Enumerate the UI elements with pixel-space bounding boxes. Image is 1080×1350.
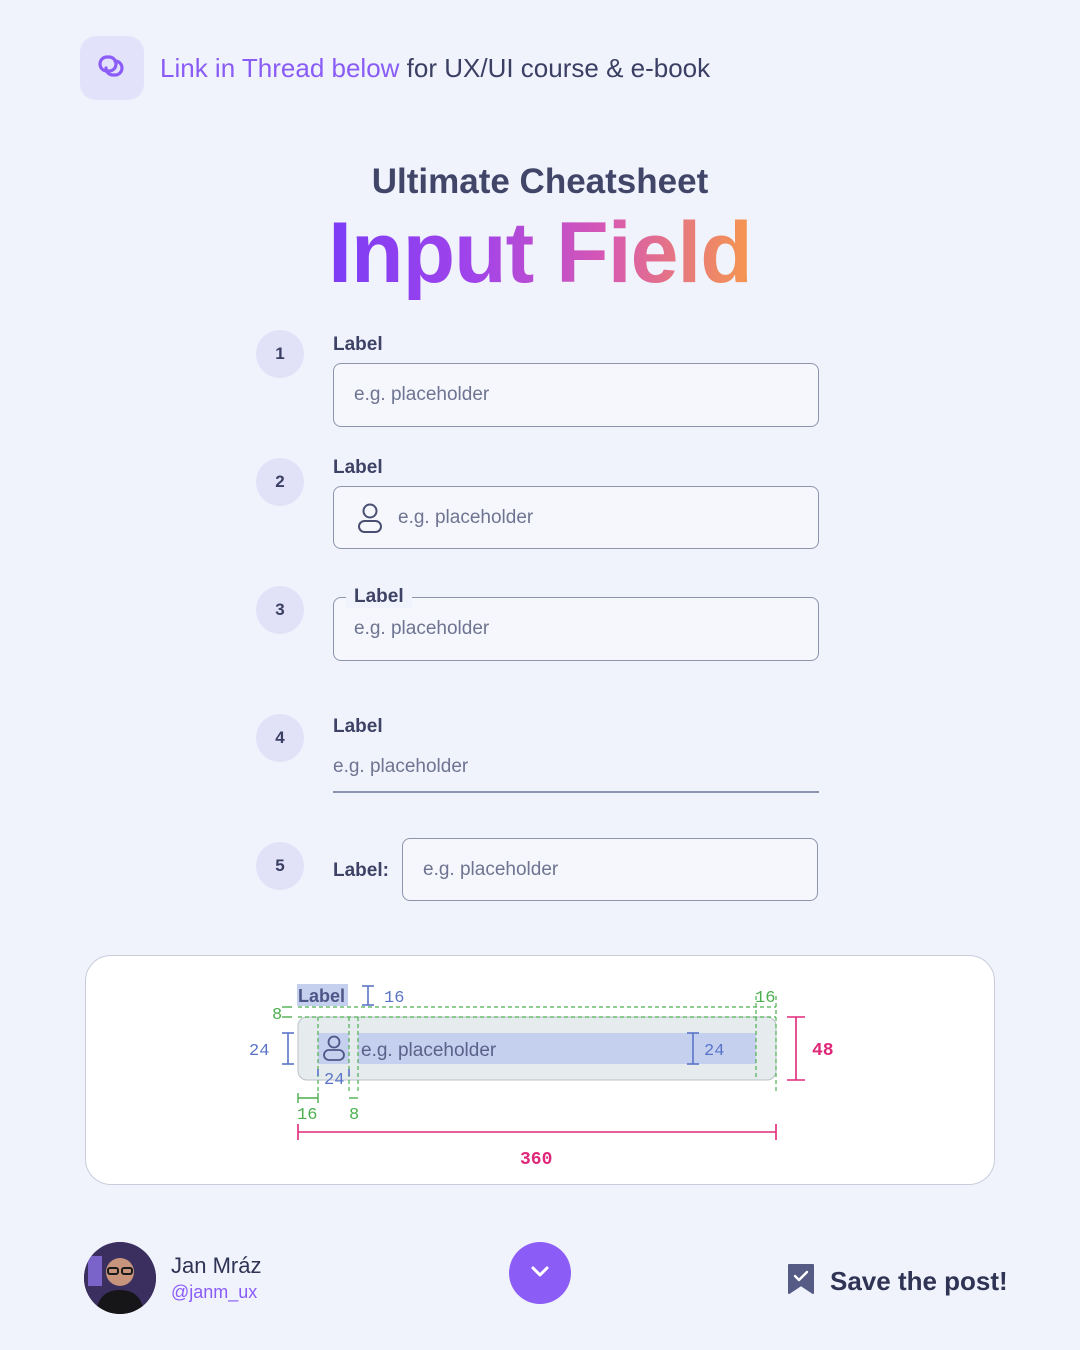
spec-label-gap-value: 16 xyxy=(384,989,404,1008)
variant-5-label: Label: xyxy=(333,860,389,881)
variant-3-input[interactable]: e.g. placeholder xyxy=(333,597,819,661)
variant-1-label: Label xyxy=(333,334,383,355)
scroll-down-button[interactable] xyxy=(509,1242,571,1304)
spec-green-dimensions xyxy=(282,1006,358,1103)
variant-4-input[interactable]: e.g. placeholder xyxy=(333,748,819,793)
variant-number-4: 4 xyxy=(256,714,304,762)
avatar[interactable] xyxy=(84,1242,156,1314)
variant-number-3: 3 xyxy=(256,586,304,634)
variant-number-5: 5 xyxy=(256,842,304,890)
spec-icon-height-value: 24 xyxy=(249,1042,269,1061)
spec-user-icon xyxy=(323,1035,345,1061)
author-name: Jan Mráz xyxy=(171,1253,262,1278)
variant-4-placeholder: e.g. placeholder xyxy=(333,756,469,777)
spec-right-pad-value: 16 xyxy=(755,989,775,1008)
save-post-button[interactable]: Save the post! xyxy=(786,1262,1008,1301)
variant-5-input[interactable]: e.g. placeholder xyxy=(402,838,818,901)
thread-link[interactable]: Link in Thread below xyxy=(160,52,400,83)
page-subtitle: Ultimate Cheatsheet xyxy=(371,162,709,201)
page-title: Input Field xyxy=(0,204,1080,303)
variant-number-1: 1 xyxy=(256,330,304,378)
spec-label-highlight xyxy=(297,984,348,1006)
variant-3-floating-label: Label xyxy=(346,586,412,608)
spec-placeholder-text: e.g. placeholder xyxy=(361,1040,497,1061)
chevron-down-icon xyxy=(527,1258,553,1289)
spec-top-gap-value: 8 xyxy=(272,1006,282,1025)
spec-diagram: Label e.g. placeholder xyxy=(249,984,834,1170)
avatar-illustration xyxy=(84,1242,156,1314)
variant-2-input[interactable]: e.g. placeholder xyxy=(333,486,819,549)
spec-icon-highlight xyxy=(318,1033,349,1064)
variant-3-placeholder: e.g. placeholder xyxy=(354,618,490,639)
user-icon xyxy=(356,502,384,534)
link-badge[interactable] xyxy=(80,36,144,100)
spec-icon-gap-value: 8 xyxy=(349,1106,359,1125)
variant-5-placeholder: e.g. placeholder xyxy=(423,858,559,880)
variant-number-2: 2 xyxy=(256,458,304,506)
bookmark-icon xyxy=(786,1262,816,1301)
banner-text: Link in Thread below for UX/UI course & … xyxy=(160,53,710,84)
spec-left-pad-value: 16 xyxy=(297,1106,317,1125)
author-handle[interactable]: @janm_ux xyxy=(171,1282,258,1302)
page-title-text: Input Field xyxy=(328,205,753,301)
spec-text-highlight xyxy=(358,1033,756,1064)
spec-pink-dimensions xyxy=(297,1016,805,1140)
spec-blue-dimensions xyxy=(282,985,699,1076)
spec-icon-width-value: 24 xyxy=(324,1071,344,1090)
spec-diagram-card: Label e.g. placeholder xyxy=(85,955,995,1185)
spec-height-value: 48 xyxy=(812,1041,834,1061)
variant-2-placeholder: e.g. placeholder xyxy=(398,506,534,528)
banner-rest-text: for UX/UI course & e-book xyxy=(399,52,711,83)
variant-1-input[interactable]: e.g. placeholder xyxy=(333,363,819,427)
variant-4-label: Label xyxy=(333,716,383,737)
spec-padding-guides xyxy=(298,996,777,1091)
spec-text-height-value: 24 xyxy=(704,1042,724,1061)
variant-2-label: Label xyxy=(333,457,383,478)
save-post-label: Save the post! xyxy=(830,1266,1008,1296)
top-banner: Link in Thread below for UX/UI course & … xyxy=(80,36,710,100)
spec-label-text: Label xyxy=(298,986,345,1006)
variant-1-placeholder: e.g. placeholder xyxy=(354,384,490,405)
spec-width-value: 360 xyxy=(520,1150,552,1170)
link-icon xyxy=(95,49,129,88)
